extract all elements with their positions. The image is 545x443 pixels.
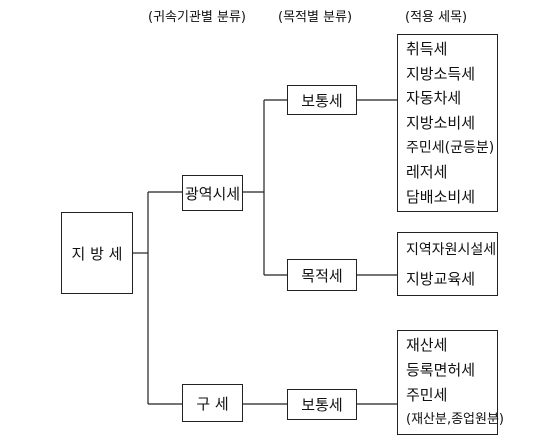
tax-item: 지방교육세 <box>406 269 476 288</box>
tax-item: 취득세 <box>406 40 448 59</box>
node-local-tax: 지 방 세 <box>61 212 133 294</box>
list-district-ordinary-items: 재산세 등록면허세 주민세 (재산분,종업원분) <box>397 330 504 435</box>
tax-item: 지방소비세 <box>406 113 476 132</box>
node-metro-purpose-tax: 목적세 <box>287 259 357 291</box>
tax-item: 재산세 <box>406 336 448 355</box>
tax-item: 지방소득세 <box>406 64 476 83</box>
header-purpose-classification: (목적별 분류) <box>278 10 353 25</box>
tax-item: 지역자원시설세 <box>406 241 497 258</box>
list-metro-ordinary-items: 취득세 지방소득세 자동차세 지방소비세 주민세(균등분) 레저세 담배소비세 <box>397 34 498 212</box>
node-district-tax: 구 세 <box>182 384 243 422</box>
header-applicable-items: (적용 세목) <box>405 10 468 25</box>
node-metro-ordinary-tax: 보통세 <box>287 85 357 115</box>
tax-item-note: (재산분,종업원분) <box>406 411 504 427</box>
list-metro-purpose-items: 지역자원시설세 지방교육세 <box>397 232 498 296</box>
node-metro-tax: 광역시세 <box>182 175 243 211</box>
tax-item: 주민세 <box>406 385 448 404</box>
header-authority-classification: (귀속기관별 분류) <box>148 10 246 25</box>
tax-item: 담배소비세 <box>406 187 476 206</box>
tax-item: 레저세 <box>406 163 448 182</box>
node-district-ordinary-tax: 보통세 <box>287 389 357 420</box>
tax-item: 등록면허세 <box>406 361 476 380</box>
tax-item: 주민세(균등분) <box>406 139 495 156</box>
tax-item: 자동차세 <box>406 89 462 108</box>
